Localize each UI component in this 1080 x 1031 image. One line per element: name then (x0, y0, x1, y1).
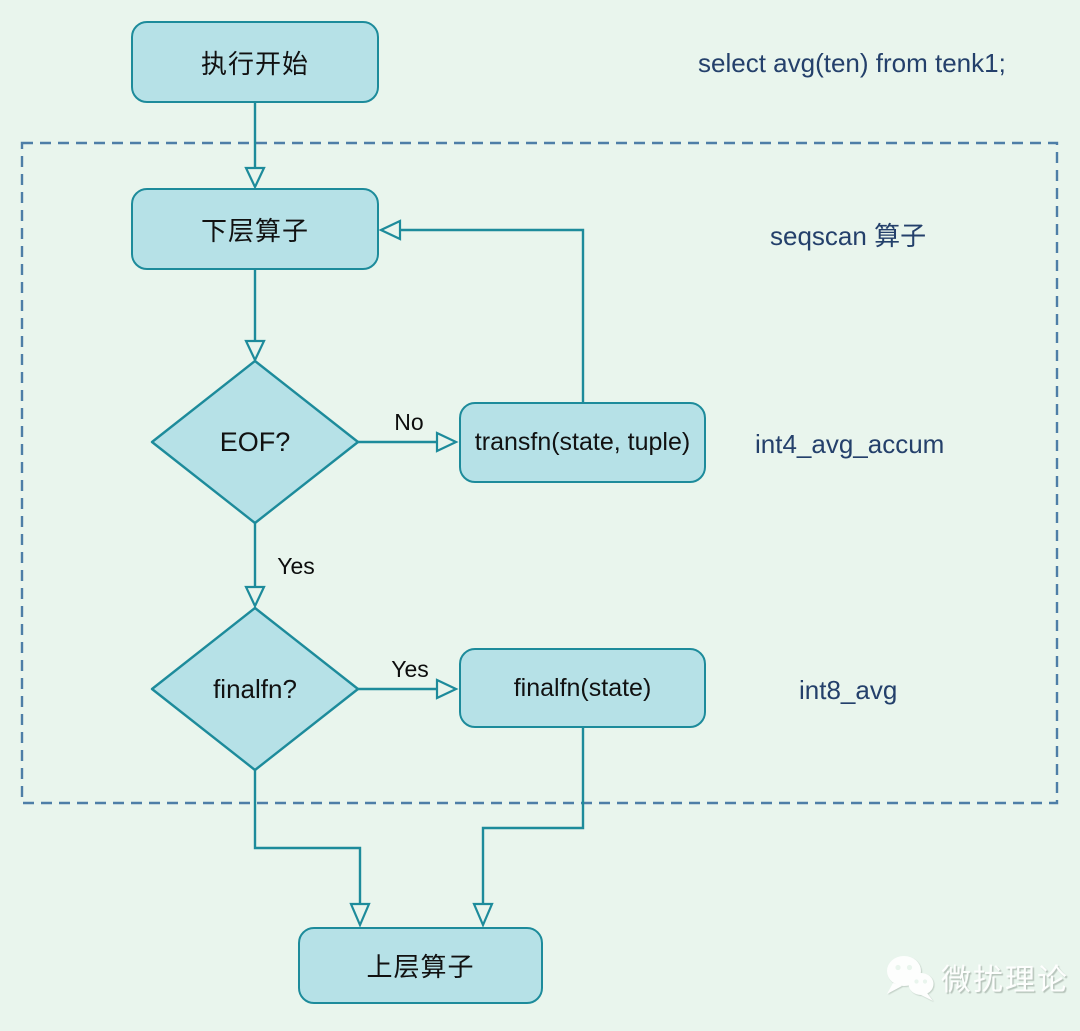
annotation-seqscan: seqscan 算子 (770, 221, 927, 251)
decision-finalfn-shape (150, 606, 360, 772)
arrowhead-into-transfn (435, 431, 459, 453)
node-lower-operator-label: 下层算子 (200, 215, 309, 246)
annotation-int8-avg: int8_avg (799, 675, 898, 705)
wechat-icon (887, 956, 934, 1001)
arrowhead-right-into-upper-op (472, 902, 494, 928)
decision-eof-shape (150, 359, 360, 525)
node-transfn: transfn(state, tuple) (459, 402, 706, 483)
arrowhead-into-eof (244, 339, 266, 363)
arrowhead-into-finalfn-decision (244, 585, 266, 609)
arrowhead-into-finalfn (435, 678, 459, 700)
aggregate-boundary-dashed-box (20, 141, 1059, 805)
edge-label-no: No (394, 409, 424, 435)
node-lower-operator: 下层算子 (131, 188, 379, 270)
node-upper-operator: 上层算子 (298, 927, 543, 1004)
node-transfn-label: transfn(state, tuple) (474, 428, 691, 456)
arrowhead-loop-into-lower-op (378, 219, 402, 241)
connector-finalfn-decision-to-upper-op (253, 770, 362, 904)
node-execution-start: 执行开始 (131, 21, 379, 103)
node-execution-start-label: 执行开始 (200, 48, 309, 79)
node-upper-operator-label: 上层算子 (366, 952, 475, 982)
watermark: 微扰理论 (883, 952, 1069, 1002)
annotation-sql-query: select avg(ten) from tenk1; (698, 48, 1006, 78)
annotation-int4-avg-accum: int4_avg_accum (755, 429, 945, 459)
node-finalfn: finalfn(state) (459, 648, 706, 728)
edge-label-yes-down: Yes (277, 553, 315, 579)
edge-label-yes-right: Yes (391, 656, 429, 682)
decision-eof-label: EOF? (219, 427, 291, 457)
connector-transfn-loop-to-lower-op (400, 228, 585, 402)
watermark-text: 微扰理论 (941, 964, 1069, 997)
decision-finalfn-label: finalfn? (213, 674, 297, 704)
node-finalfn-label: finalfn(state) (513, 673, 652, 702)
arrowhead-left-into-upper-op (349, 902, 371, 928)
connector-finalfn-to-upper-op (481, 728, 585, 904)
arrowhead-into-lower-op (244, 166, 266, 190)
